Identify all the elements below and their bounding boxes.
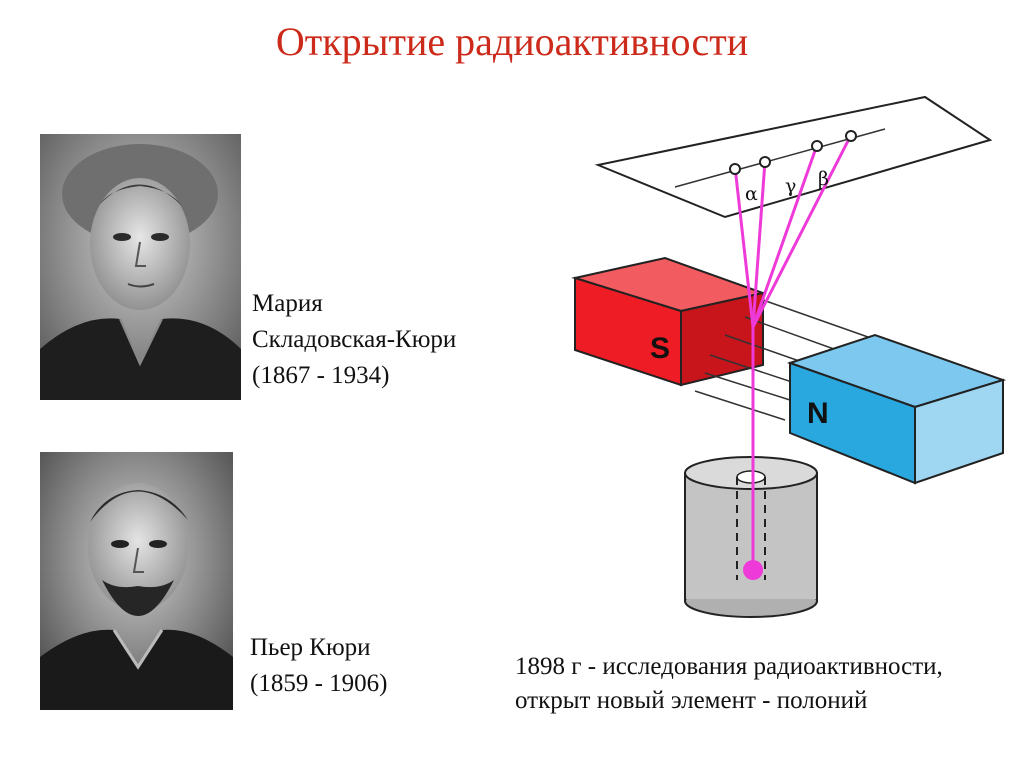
marie-last-name: Складовская-Кюри xyxy=(252,326,457,353)
magnet-n-label: N xyxy=(807,397,829,430)
pierre-years: (1859 - 1906) xyxy=(250,670,388,697)
magnet-s-label: S xyxy=(650,332,670,365)
page-title: Открытие радиоактивности xyxy=(275,19,749,64)
marie-first-name: Мария xyxy=(252,290,323,317)
note-line-2: открыт новый элемент - полоний xyxy=(515,687,868,714)
ray-label-beta: β xyxy=(818,168,829,190)
marie-curie-portrait xyxy=(40,134,241,400)
pierre-curie-caption: Пьер Кюри (1859 - 1906) xyxy=(250,630,387,702)
marie-curie-caption: Мария Складовская-Кюри (1867 - 1934) xyxy=(252,286,456,394)
discovery-note: 1898 г - исследования радиоактивности, о… xyxy=(515,650,943,718)
lead-container xyxy=(684,456,818,618)
pierre-name: Пьер Кюри xyxy=(250,634,371,661)
ray-label-gamma: γ xyxy=(785,175,796,197)
radioactivity-diagram: S N α xyxy=(571,95,1007,618)
ray-impact-dots xyxy=(729,130,857,175)
note-line-1: 1898 г - исследования радиоактивности, xyxy=(515,653,943,680)
ray-label-alpha: α xyxy=(745,183,758,205)
marie-years: (1867 - 1934) xyxy=(252,362,390,389)
pierre-curie-portrait xyxy=(40,452,233,710)
photo-plate xyxy=(594,95,993,219)
magnet-south: S xyxy=(571,256,767,387)
radiation-rays xyxy=(733,134,853,565)
magnet-north: N xyxy=(786,333,1007,485)
